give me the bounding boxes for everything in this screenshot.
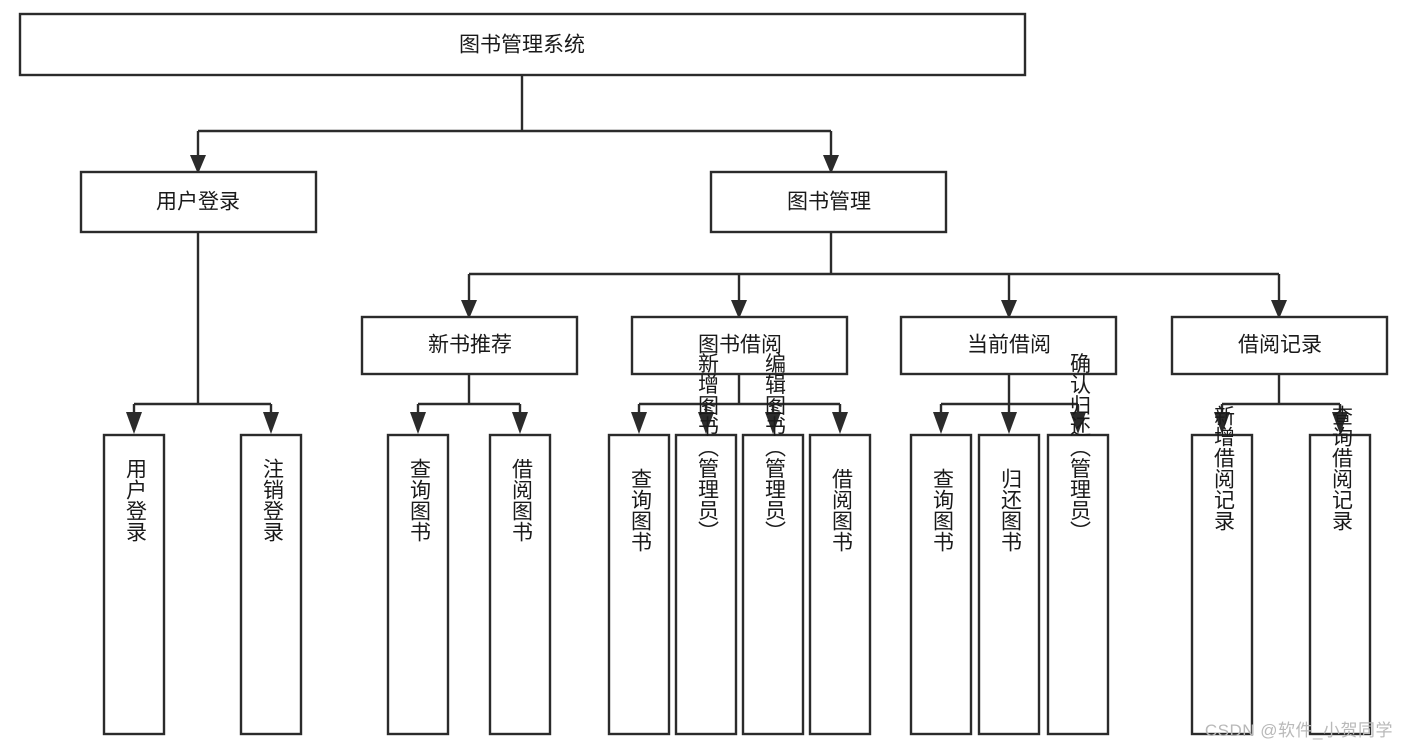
leaf-node[interactable]: 编辑图书（管理员） [741, 353, 805, 736]
leaf-label-borrow-record-2: 查询借阅记录 [1329, 405, 1353, 531]
leaf-label-user-login-1: 用户登录 [123, 458, 147, 542]
arrowhead-current-borrow [1001, 300, 1017, 319]
arrowhead-leaf-user-login-1 [126, 412, 142, 434]
leaf-label-book-borrow-4: 借阅图书 [829, 468, 853, 552]
leaf-node[interactable]: 借阅图书 [808, 433, 872, 736]
node-user-login-box[interactable] [79, 170, 318, 234]
leaf-node[interactable]: 借阅图书 [488, 433, 552, 736]
leaf-box-user-login-1[interactable] [102, 433, 166, 736]
leaf-box-book-borrow-4[interactable] [808, 433, 872, 736]
node-borrow-record-label: 借阅记录 [1238, 334, 1322, 357]
arrowhead-leaf-current-borrow-3 [1070, 412, 1086, 434]
leaf-label-book-borrow-1: 查询图书 [628, 468, 652, 552]
leaf-box-borrow-record-2[interactable] [1308, 433, 1372, 736]
leaf-node[interactable]: 查询图书 [607, 433, 671, 736]
leaf-node[interactable]: 新增借阅记录 [1190, 405, 1254, 736]
arrowhead-book-borrow [731, 300, 747, 319]
arrowhead-leaf-borrow-record-1 [1214, 412, 1230, 434]
leaf-box-new-book-2[interactable] [488, 433, 552, 736]
leaf-box-user-login-2[interactable] [239, 433, 303, 736]
leaf-box-current-borrow-3[interactable] [1046, 433, 1110, 736]
node-book-borrow-label: 图书借阅 [698, 334, 782, 357]
leaf-box-book-borrow-3[interactable] [741, 433, 805, 736]
node-user-login[interactable]: 用户登录 [79, 170, 318, 234]
leaf-box-book-borrow-2[interactable] [674, 433, 738, 736]
node-current-borrow-label: 当前借阅 [967, 334, 1051, 357]
leaf-box-book-borrow-1[interactable] [607, 433, 671, 736]
arrowhead-leaf-current-borrow-2 [1001, 412, 1017, 434]
arrowhead-book-manage [823, 155, 839, 174]
node-book-manage[interactable]: 图书管理 [709, 170, 948, 234]
arrowhead-leaf-book-borrow-1 [631, 412, 647, 434]
leaf-node[interactable]: 查询图书 [386, 433, 450, 736]
arrowhead-borrow-record [1271, 300, 1287, 319]
arrowhead-new-book [461, 300, 477, 319]
node-new-book-recommend[interactable]: 新书推荐 [360, 315, 579, 376]
arrowhead-leaf-user-login-2 [263, 412, 279, 434]
arrowhead-leaf-book-borrow-3 [765, 412, 781, 434]
leaf-label-borrow-record-1: 新增借阅记录 [1211, 405, 1235, 531]
arrowhead-leaf-book-borrow-2 [698, 412, 714, 434]
node-user-login-label: 用户登录 [156, 191, 240, 214]
leaf-label-current-borrow-3: 确认归还（管理员） [1067, 353, 1091, 542]
leaf-node[interactable]: 查询图书 [909, 433, 973, 736]
leaf-label-current-borrow-2: 归还图书 [998, 468, 1022, 552]
arrowhead-leaf-borrow-record-2 [1332, 412, 1348, 434]
leaf-label-book-borrow-3: 编辑图书（管理员） [762, 353, 786, 542]
node-new-book-recommend-label: 新书推荐 [428, 334, 512, 357]
arrowhead-user-login [190, 155, 206, 174]
leaf-node[interactable]: 确认归还（管理员） [1046, 353, 1110, 736]
connector-layer [126, 75, 1348, 434]
node-root-box[interactable] [18, 12, 1027, 77]
leaf-node[interactable]: 查询借阅记录 [1308, 405, 1372, 736]
arrowhead-leaf-new-book-2 [512, 412, 528, 434]
node-borrow-record-box[interactable] [1170, 315, 1389, 376]
node-book-manage-box[interactable] [709, 170, 948, 234]
leaf-node[interactable]: 用户登录 [102, 433, 166, 736]
leaf-node[interactable]: 归还图书 [977, 433, 1041, 736]
leaf-node[interactable]: 注销登录 [239, 433, 303, 736]
node-book-borrow[interactable]: 图书借阅 [630, 315, 849, 376]
node-book-manage-label: 图书管理 [787, 191, 871, 214]
node-current-borrow[interactable]: 当前借阅 [899, 315, 1118, 376]
node-root[interactable]: 图书管理系统 [18, 12, 1027, 77]
leaf-box-current-borrow-1[interactable] [909, 433, 973, 736]
arrowhead-leaf-book-borrow-4 [832, 412, 848, 434]
leaf-box-new-book-1[interactable] [386, 433, 450, 736]
leaf-node[interactable]: 新增图书（管理员） [674, 353, 738, 736]
leaf-label-current-borrow-1: 查询图书 [930, 468, 954, 552]
leaf-label-new-book-1: 查询图书 [407, 458, 431, 542]
node-borrow-record[interactable]: 借阅记录 [1170, 315, 1389, 376]
leaf-label-user-login-2: 注销登录 [260, 458, 284, 542]
node-current-borrow-box[interactable] [899, 315, 1118, 376]
node-root-label: 图书管理系统 [459, 34, 585, 57]
leaf-label-book-borrow-2: 新增图书（管理员） [695, 353, 719, 542]
csdn-watermark: CSDN @软件_小贺同学 [1204, 721, 1393, 740]
node-book-borrow-box[interactable] [630, 315, 849, 376]
node-new-book-recommend-box[interactable] [360, 315, 579, 376]
leaf-box-borrow-record-1[interactable] [1190, 433, 1254, 736]
leaf-label-new-book-2: 借阅图书 [509, 458, 533, 542]
arrowhead-leaf-new-book-1 [410, 412, 426, 434]
leaf-box-current-borrow-2[interactable] [977, 433, 1041, 736]
arrowhead-leaf-current-borrow-1 [933, 412, 949, 434]
